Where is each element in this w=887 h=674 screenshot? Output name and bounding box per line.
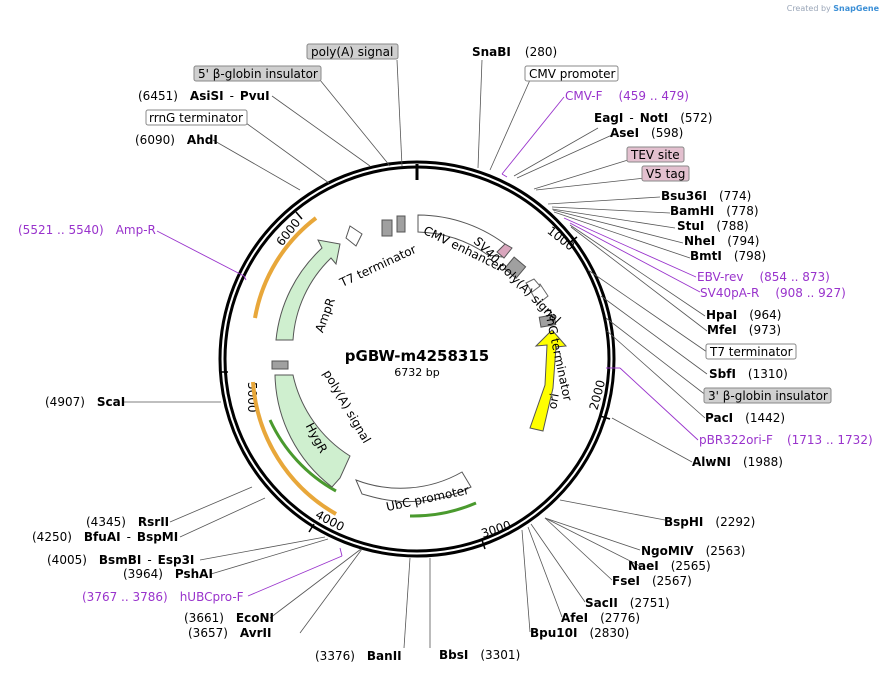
plasmid-name: pGBW-m4258315 (345, 347, 489, 365)
amp-r-primer-arc (253, 216, 318, 319)
site-naei: NaeI(2565) (628, 559, 711, 573)
site-scai: (4907)ScaI (45, 395, 125, 409)
ubc-orf-arc (409, 501, 477, 518)
site-snabi: SnaBI(280) (472, 45, 557, 59)
ori-label: ori (545, 392, 561, 410)
site-bamhi: BamHI(778) (670, 204, 759, 218)
site-eagi: EagI-NotI(572) (594, 111, 712, 125)
polya-inner-label: poly(A) signal (320, 367, 373, 445)
site-paci: PacI(1442) (705, 411, 785, 425)
site-asisi: (6451)AsiSI-PvuI (138, 89, 270, 103)
tev-label-bg (626, 146, 685, 163)
primer-sv40pa: SV40pA-R(908 .. 927) (700, 286, 846, 300)
t7term-label-bg (705, 343, 797, 360)
cmvprom-label-bg (524, 65, 619, 82)
primer-cmvf: CMV-F(459 .. 479) (565, 89, 689, 103)
site-banii: (3376)BanII (315, 649, 402, 663)
site-stui: StuI(788) (677, 219, 749, 233)
hygr-primer-arc (251, 381, 337, 516)
v5-label: V5 tag (646, 167, 685, 181)
site-econi: (3661)EcoNI (184, 611, 274, 625)
primer-hubc: (3767 .. 3786)hUBCpro-F (82, 590, 244, 604)
site-pshai: (3964)PshAI (123, 567, 213, 581)
site-bsphi: BspHI(2292) (664, 515, 755, 529)
hygr-orf-arc (268, 419, 337, 493)
site-bsu36i: Bsu36I(774) (661, 189, 751, 203)
site-asei: AseI(598) (610, 126, 683, 140)
primer-arcs (251, 216, 477, 518)
globin5-box (381, 219, 393, 237)
rrng-term-arrow (525, 278, 541, 293)
globin3-label-bg (703, 387, 832, 404)
primer-leaders (156, 96, 701, 597)
backbone-outer (218, 160, 616, 558)
site-rsrii: (4345)RsrII (86, 515, 169, 529)
site-mfei: MfeI(973) (707, 323, 781, 337)
boxed-labels: poly(A) signal 5' β-globin insulator rrn… (145, 43, 832, 404)
scale-ticks (219, 211, 611, 550)
globin5-label-bg (193, 65, 322, 82)
polya-box-label-bg (306, 43, 399, 60)
site-fsei: FseI(2567) (612, 574, 692, 588)
site-bmti: BmtI(798) (690, 249, 766, 263)
site-bsmbi: (4005)BsmBI-Esp3I (47, 553, 194, 567)
rrng-label: rrnG terminator (149, 111, 243, 125)
cmvprom-label: CMV promoter (529, 67, 616, 81)
site-afei: AfeI(2776) (561, 611, 640, 625)
site-hpai: HpaI(964) (706, 308, 781, 322)
polya-box-label: poly(A) signal (311, 45, 393, 59)
site-sbfi: SbfI(1310) (709, 367, 788, 381)
site-ahdi: (6090)AhdI (135, 133, 218, 147)
t7-term-arrow (345, 225, 363, 247)
snapgene-credit: Created by SnapGene (787, 4, 879, 13)
site-bfuai: (4250)BfuAI-BspMI (32, 530, 178, 544)
t7-inner-label: T7 terminator (337, 242, 419, 290)
polya-top-box (396, 215, 406, 233)
cmv-promoter-box (496, 243, 513, 259)
polya-box (271, 360, 289, 370)
site-sacii: SacII(2751) (585, 596, 670, 610)
tev-v5-box (503, 256, 527, 279)
site-alwni: AlwNI(1988) (692, 455, 783, 469)
site-bpu10i: Bpu10I(2830) (530, 626, 629, 640)
primer-pbr: pBR322ori-F(1713 .. 1732) (699, 433, 873, 447)
tev-label: TEV site (630, 148, 680, 162)
enzyme-sites: SnaBI(280) EagI-NotI(572) AseI(598) Bsu3… (32, 45, 788, 663)
primer-ampr: (5521 .. 5540)Amp-R (18, 223, 156, 237)
v5-label-bg (641, 165, 690, 182)
site-nhei: NheI(794) (684, 234, 759, 248)
ampr-arrow (275, 239, 341, 341)
globin5-label: 5' β-globin insulator (198, 67, 318, 81)
rrng-label-bg (145, 109, 248, 126)
globin3-box (538, 314, 557, 328)
leader-lines (124, 59, 708, 649)
snapgene-logo: SnapGene (833, 4, 879, 13)
credit-text: Created by (786, 4, 831, 13)
t7term-label: T7 terminator (709, 345, 793, 359)
site-avrii: (3657)AvrII (188, 626, 271, 640)
ubc-promoter-arrow (355, 471, 472, 503)
site-bbsi: BbsI(3301) (439, 648, 520, 662)
primer-labels: CMV-F(459 .. 479) EBV-rev(854 .. 873) SV… (18, 89, 873, 604)
plasmid-size: 6732 bp (394, 366, 439, 379)
hygr-arrow (274, 374, 351, 488)
ori-arrow (529, 329, 568, 432)
site-ngomiv: NgoMIV(2563) (641, 544, 745, 558)
globin3-label: 3' β-globin insulator (708, 389, 828, 403)
primer-ebv: EBV-rev(854 .. 873) (697, 270, 830, 284)
ampr-label: AmpR (312, 296, 337, 334)
tick-3000: 3000 (479, 518, 512, 541)
